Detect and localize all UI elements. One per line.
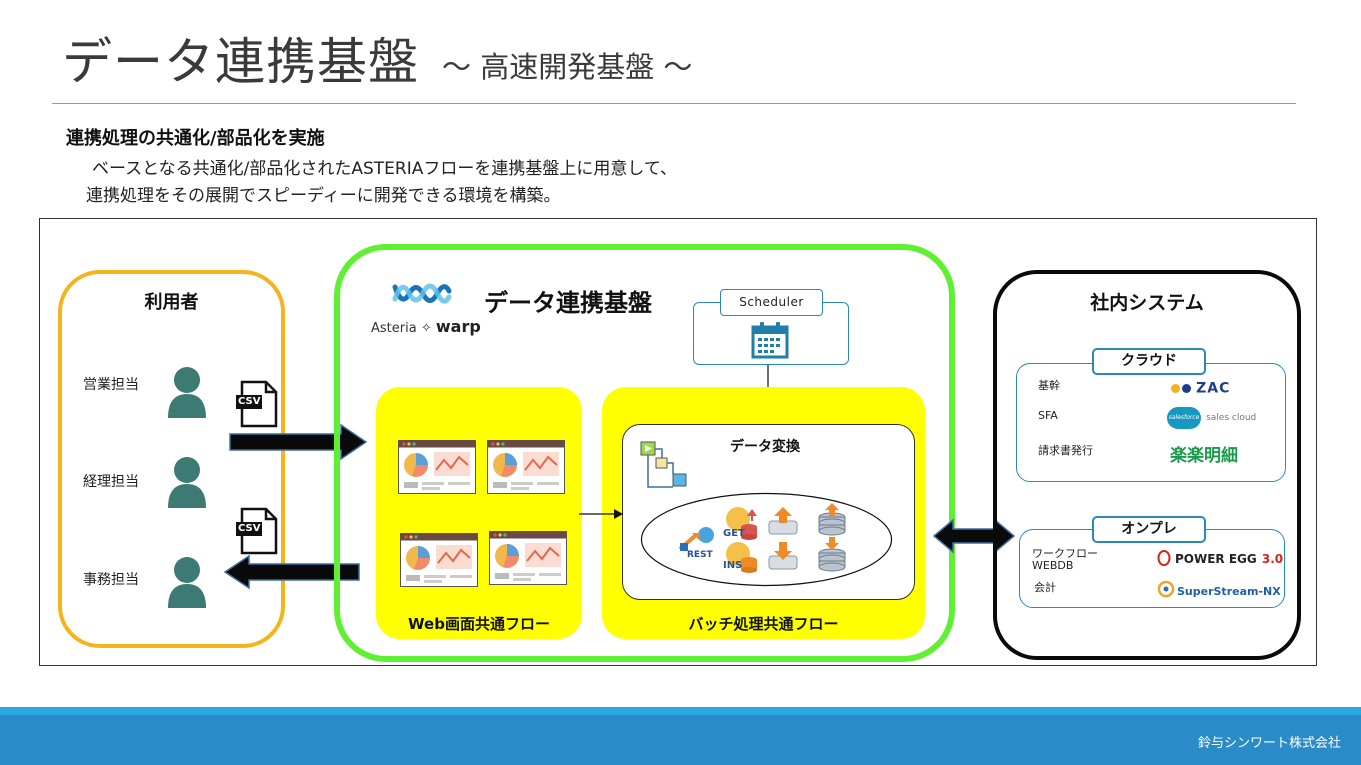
brand-prefix: Asteria: [371, 321, 417, 336]
data-conversion-title: データ変換: [730, 439, 800, 455]
person-icon: [168, 367, 206, 418]
web-screen-icon: [400, 533, 478, 587]
salesforce-cloud-badge: salesforce: [1167, 407, 1201, 429]
rakuraku-meisai-logo: 楽楽明細: [1170, 446, 1238, 466]
cloud-label-sfa: SFA: [1038, 409, 1058, 422]
csv-badge: CSV: [238, 523, 261, 534]
users-box: [58, 270, 285, 648]
arrow-right-icon: [229, 423, 368, 461]
ins-label: INS: [723, 560, 743, 571]
cloud-label-core: 基幹: [1038, 379, 1060, 392]
footer-company-name: 鈴与シンワート株式会社: [1197, 736, 1341, 751]
web-screen-icon: [398, 440, 476, 494]
superstream-logo: SuperStream-NX: [1157, 580, 1281, 599]
zac-logo: ZAC: [1171, 378, 1230, 397]
web-screen-icon: [489, 531, 567, 585]
internal-systems-title: 社内システム: [1090, 292, 1204, 314]
superstream-mark-icon: [1157, 580, 1175, 598]
power-egg-wordmark: POWER EGG: [1175, 552, 1257, 566]
page-subtitle: ～ 高速開発基盤 ～: [442, 50, 693, 84]
rest-label: REST: [687, 550, 713, 560]
arrow-right-icon: [579, 509, 623, 519]
csv-badge: CSV: [238, 396, 261, 407]
cloud-tag: クラウド: [1092, 348, 1206, 375]
flow-diagram-icon: [640, 441, 687, 488]
cloud-panel: [1016, 363, 1286, 482]
power-egg-logo: POWER EGG 3.0: [1157, 548, 1283, 567]
lead-heading: 連携処理の共通化/部品化を実施: [66, 128, 325, 149]
platform-title: データ連携基盤: [484, 289, 652, 317]
asteria-warp-wordmark: Asteria ✧ warp: [371, 317, 481, 336]
power-egg-version: 3.0: [1261, 552, 1284, 566]
bidirectional-arrow-icon: [932, 518, 1016, 554]
person-icon: [168, 457, 206, 508]
batch-flow-label: バッチ処理共通フロー: [688, 615, 839, 633]
internal-systems-box: [993, 270, 1301, 660]
footer-stripe: [0, 707, 1361, 715]
download-drive-icon: [768, 542, 798, 570]
scheduler-label: Scheduler: [720, 289, 823, 316]
zac-wordmark: ZAC: [1196, 380, 1231, 397]
page-title: データ連携基盤: [62, 33, 419, 91]
person-icon: [168, 557, 206, 608]
egg-icon: [1157, 550, 1171, 566]
user-label-office: 事務担当: [83, 572, 139, 588]
get-label: GET: [723, 528, 745, 539]
web-screen-icon: [487, 440, 565, 494]
web-flow-label: Web画面共通フロー: [408, 615, 550, 633]
user-label-sales: 営業担当: [83, 377, 139, 393]
lead-text-line-1: ベースとなる共通化/部品化されたASTERIAフローを連携基盤上に用意して、: [92, 159, 678, 179]
onprem-label-workflow: ワークフロー: [1032, 547, 1098, 560]
superstream-wordmark: SuperStream-NX: [1177, 585, 1281, 598]
insert-database-icon: [726, 542, 757, 573]
csv-file-icon: CSV: [236, 507, 278, 555]
upload-drive-icon: [768, 507, 798, 535]
footer-bar: [0, 715, 1361, 765]
asteria-warp-logo-icon: [392, 283, 452, 304]
platform-box: [334, 244, 955, 662]
onprem-label-webdb: WEBDB: [1032, 559, 1074, 572]
onprem-label-accounting: 会計: [1034, 581, 1056, 594]
salesforce-logo: salesforce sales cloud: [1167, 407, 1256, 429]
brand-name: warp: [435, 317, 481, 336]
get-database-icon: [726, 507, 757, 540]
cloud-label-invoice: 請求書発行: [1038, 444, 1093, 457]
calendar-icon: [751, 322, 789, 359]
database-import-icon: [818, 537, 846, 572]
rest-api-icon: [678, 527, 714, 551]
onprem-tag: オンプレ: [1092, 516, 1206, 543]
arrow-left-icon: [223, 554, 360, 590]
database-export-icon: [818, 503, 846, 536]
lead-text-line-2: 連携処理をその展開でスピーディーに開発できる環境を構築。: [86, 186, 561, 206]
salesforce-product-name: sales cloud: [1206, 413, 1257, 423]
users-title: 利用者: [144, 292, 199, 313]
csv-file-icon: CSV: [236, 380, 278, 428]
diagram-frame: [39, 218, 1317, 666]
title-divider: [52, 103, 1296, 104]
web-flow-box: [376, 387, 582, 639]
user-label-accounting: 経理担当: [83, 474, 139, 490]
